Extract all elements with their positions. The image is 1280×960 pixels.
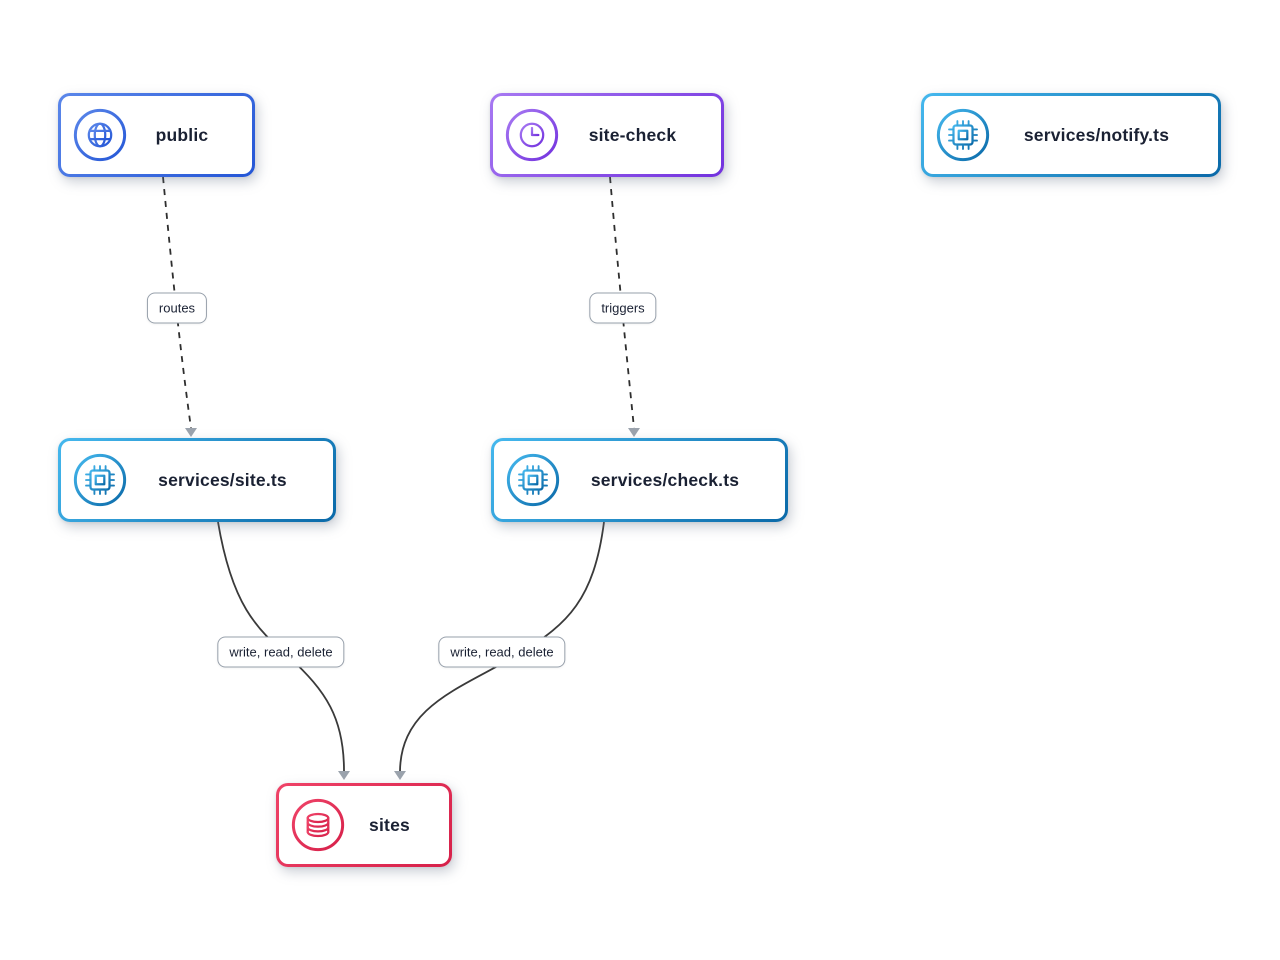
clock-icon — [504, 107, 560, 163]
node-label: site-check — [588, 124, 677, 145]
node-sites[interactable]: sites — [276, 783, 452, 867]
node-label: public — [155, 124, 209, 145]
edge-label-routes: routes — [146, 292, 208, 324]
arrowhead-sites-left — [338, 771, 350, 780]
node-services-check[interactable]: services/check.ts — [491, 438, 788, 522]
edge-label-write-read-delete-right: write, read, delete — [438, 636, 566, 668]
edge-label-triggers: triggers — [589, 292, 657, 324]
node-label: sites — [369, 814, 410, 835]
node-label: services/notify.ts — [1023, 124, 1170, 145]
arrowhead-sites-right — [394, 771, 406, 780]
edge-label-write-read-delete-left: write, read, delete — [217, 636, 345, 668]
database-icon — [290, 797, 346, 853]
node-site-check[interactable]: site-check — [490, 93, 724, 177]
chip-icon — [505, 452, 561, 508]
chip-icon — [935, 107, 991, 163]
node-label: services/site.ts — [158, 469, 287, 490]
node-services-notify[interactable]: services/notify.ts — [921, 93, 1221, 177]
node-services-site[interactable]: services/site.ts — [58, 438, 336, 522]
node-public[interactable]: public — [58, 93, 255, 177]
chip-icon — [72, 452, 128, 508]
arrowhead-services-site — [185, 428, 197, 437]
globe-icon — [72, 107, 128, 163]
arrowhead-services-check — [628, 428, 640, 437]
node-label: services/check.ts — [590, 469, 740, 490]
